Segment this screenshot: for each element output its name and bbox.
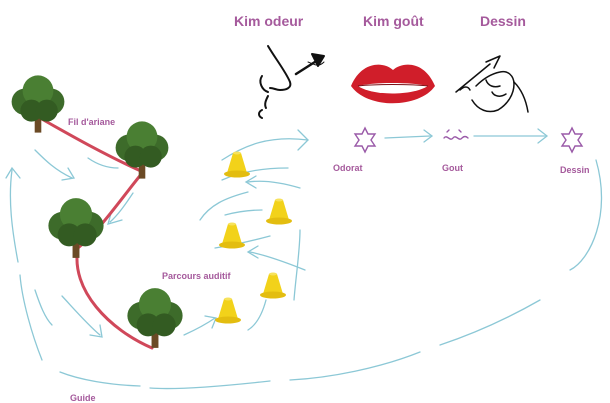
cone-icon <box>219 222 245 249</box>
heading-kim-gout: Kim goût <box>363 13 424 29</box>
tree-icon <box>11 75 65 133</box>
tree-icon <box>48 198 104 258</box>
label-gout: Gout <box>442 163 463 173</box>
path-arrow <box>34 149 73 179</box>
path-arrow <box>214 235 271 249</box>
tree-icon <box>115 121 169 179</box>
path-arrows <box>5 128 603 390</box>
arrowhead <box>244 175 257 189</box>
star-icon <box>560 126 584 154</box>
arrowhead <box>204 315 217 329</box>
arrowhead <box>537 128 549 144</box>
arrowhead <box>89 324 103 338</box>
label-parcours-auditif: Parcours auditif <box>162 271 232 281</box>
label-fil-ariane: Fil d'ariane <box>68 117 115 127</box>
path-arrow <box>247 299 267 331</box>
path-arrow <box>221 138 309 161</box>
label-odorat: Odorat <box>333 163 363 173</box>
path-arrow <box>59 371 141 387</box>
path-arrow <box>384 135 431 139</box>
arrowhead <box>61 167 76 181</box>
arrowhead <box>423 129 434 143</box>
arrowhead <box>297 129 309 151</box>
path-arrow <box>109 192 134 223</box>
path-arrow <box>183 317 216 336</box>
path-arrow <box>149 380 271 390</box>
path-arrow <box>221 167 289 181</box>
path-arrow <box>87 157 119 169</box>
path-arrow <box>569 159 603 271</box>
path-arrow <box>249 251 306 271</box>
path-arrow <box>199 191 249 221</box>
mouth-icon <box>351 64 435 104</box>
path-arrow <box>289 351 421 381</box>
cone-icon <box>224 151 250 178</box>
path-arrow <box>34 289 53 326</box>
path-arrow <box>19 274 43 361</box>
cone-icon <box>215 297 241 324</box>
drawing-hand-icon <box>455 55 529 113</box>
arrowhead <box>246 245 259 259</box>
cone-icon <box>266 198 292 225</box>
path-arrow <box>224 209 263 216</box>
label-dessin: Dessin <box>560 165 590 175</box>
path-arrow <box>61 295 101 336</box>
path-arrow <box>9 169 19 263</box>
heading-kim-odeur: Kim odeur <box>234 13 304 29</box>
path-arrow <box>293 229 301 301</box>
path-arrow <box>247 180 301 189</box>
arrowhead <box>5 166 21 179</box>
path-arrow <box>439 299 541 346</box>
star-icon <box>353 126 377 154</box>
nose-icon <box>258 45 325 119</box>
taste-squiggle-icon <box>443 129 469 140</box>
heading-dessin: Dessin <box>480 13 526 29</box>
cone-icon <box>260 272 286 299</box>
label-guide: Guide <box>70 393 96 403</box>
